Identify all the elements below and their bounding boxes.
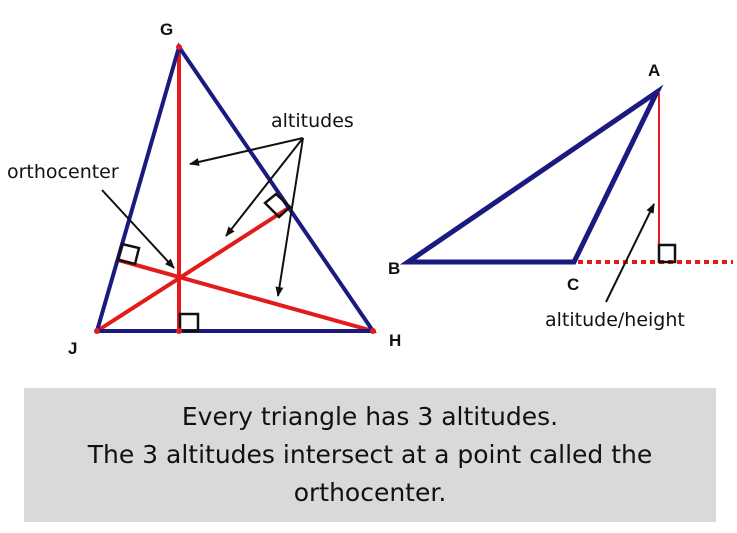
- arrow-altitudes-2: [225, 137, 304, 237]
- vertex-label-b: B: [388, 259, 400, 278]
- orthocenter-dot: [176, 274, 182, 280]
- triangle-gjh: G J H altitudes orthocenter: [7, 20, 401, 358]
- caption-line-1: Every triangle has 3 altitudes.: [181, 402, 559, 431]
- foot-base-dot: [176, 328, 182, 334]
- caption-line-2: The 3 altitudes intersect at a point cal…: [87, 440, 653, 469]
- altitude-from-h: [117, 258, 374, 333]
- vertex-h-dot: [370, 328, 376, 334]
- right-angle-marker-a: [657, 243, 677, 264]
- altitude-from-j: [95, 205, 292, 333]
- arrow-altitudes-3: [275, 137, 304, 297]
- label-altitudes: altitudes: [271, 110, 354, 132]
- triangle-abc: A B C altitude/height: [388, 61, 733, 331]
- arrow-orthocenter: [101, 189, 175, 269]
- right-angle-marker-gj: [116, 242, 141, 266]
- caption-box: Every triangle has 3 altitudes. The 3 al…: [24, 388, 716, 522]
- arrow-altitude-height: [605, 203, 655, 303]
- caption-line-3: orthocenter.: [293, 478, 447, 507]
- vertex-g-dot: [176, 44, 182, 50]
- right-angle-marker-base: [178, 312, 200, 333]
- vertex-label-j: J: [68, 339, 77, 358]
- vertex-label-c: C: [567, 275, 579, 294]
- triangle-abc-outline: [399, 84, 664, 265]
- label-altitude-height: altitude/height: [545, 309, 685, 331]
- vertex-label-g: G: [160, 20, 173, 39]
- triangle-gjh-outline: [94, 42, 377, 333]
- label-orthocenter: orthocenter: [7, 161, 119, 183]
- arrow-altitudes-1: [189, 137, 304, 166]
- vertex-label-h: H: [389, 331, 401, 350]
- vertex-j-dot: [94, 328, 100, 334]
- right-angle-marker-gh: [263, 192, 292, 219]
- vertex-label-a: A: [648, 61, 660, 80]
